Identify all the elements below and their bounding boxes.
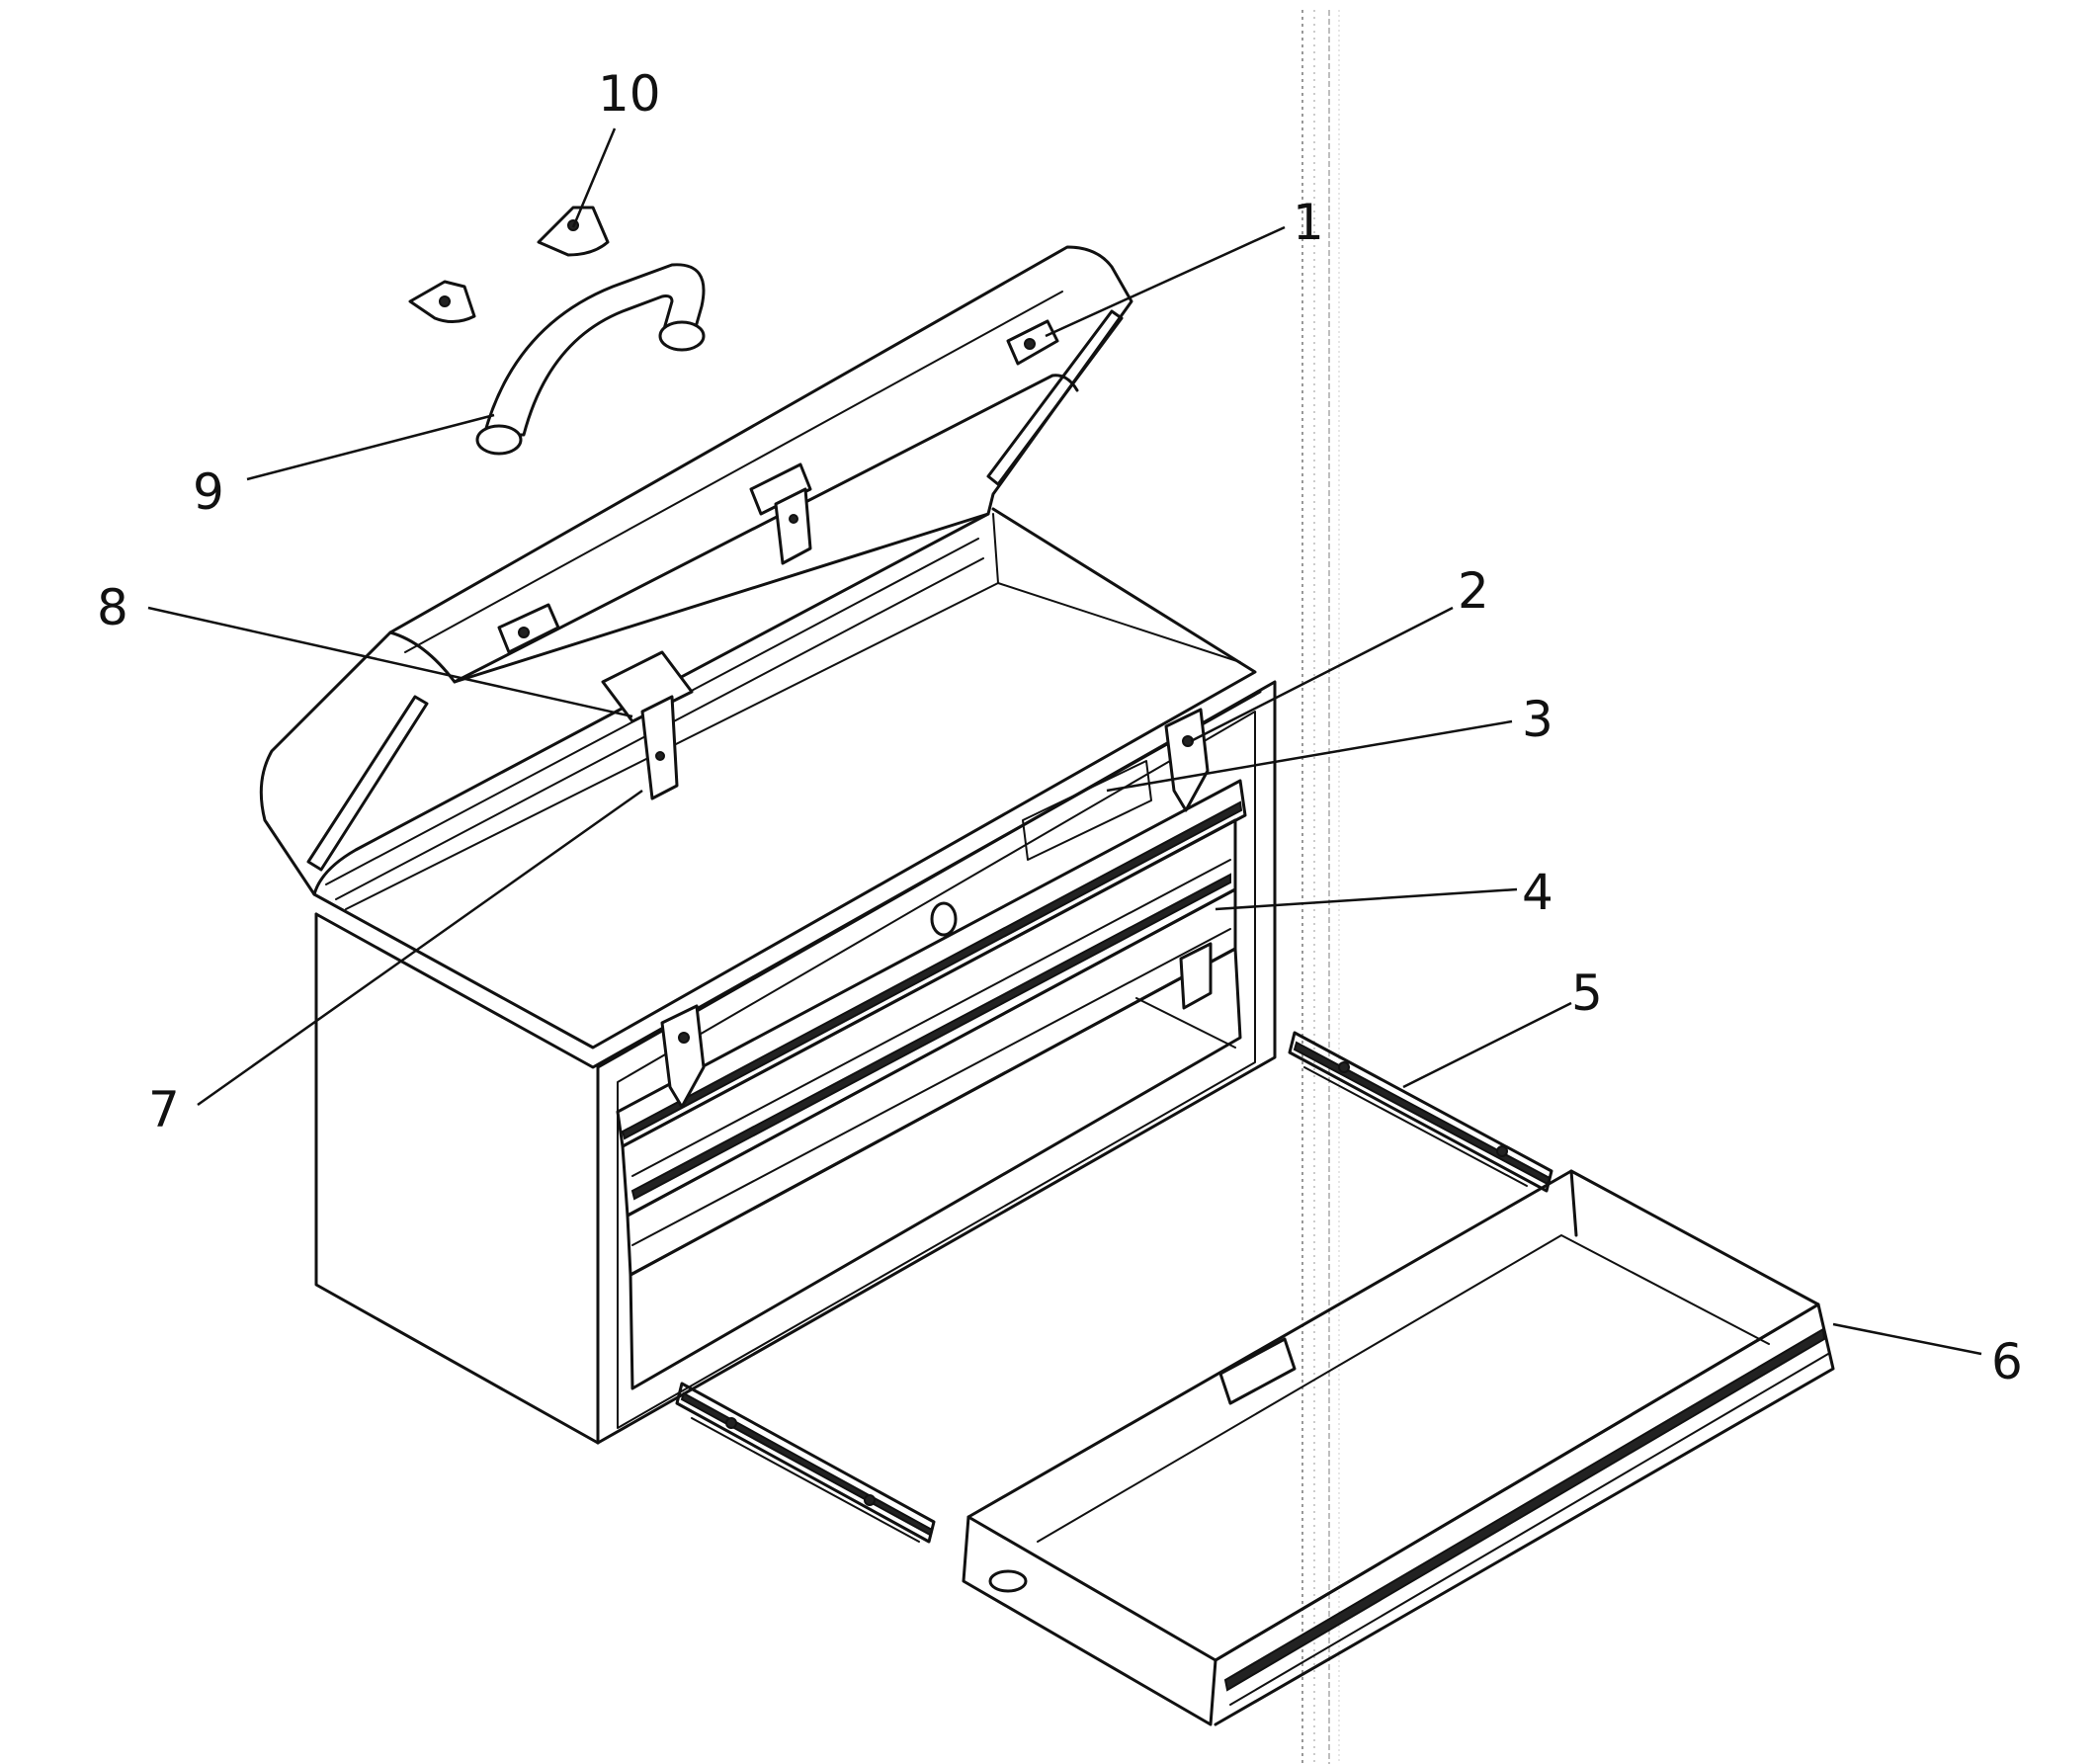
- front-latch-left: [660, 1004, 706, 1109]
- toolbox-lid: [259, 245, 1133, 900]
- handle-bracket-lower: [408, 280, 476, 323]
- leader-10: [571, 127, 617, 228]
- leader-lines: [147, 127, 1982, 1356]
- handle-bracket-upper: [537, 206, 610, 257]
- lock-cylinder: [930, 901, 958, 937]
- callout-labels: 10 9 8 7 1 2 3 4 5 6: [97, 65, 2023, 1390]
- callout-10: 10: [598, 65, 661, 123]
- scan-artifact-line: [1301, 10, 1340, 1764]
- callout-5: 5: [1571, 965, 1603, 1022]
- front-latch-right: [1164, 708, 1210, 812]
- callout-3: 3: [1522, 691, 1553, 748]
- leader-6: [1832, 1322, 1982, 1356]
- leader-3: [1106, 719, 1513, 793]
- leader-2: [1190, 606, 1454, 743]
- drawer-slide-left: [675, 1382, 936, 1544]
- lid-hasp-left: [601, 650, 694, 800]
- callout-1: 1: [1293, 194, 1324, 251]
- removed-drawer: [962, 1169, 1835, 1726]
- callout-4: 4: [1522, 864, 1553, 921]
- callout-7: 7: [148, 1081, 180, 1138]
- leader-8: [147, 606, 633, 718]
- carrying-handle: [475, 263, 706, 456]
- lid-hinge-right: [1006, 319, 1059, 366]
- callout-2: 2: [1458, 562, 1489, 620]
- callout-8: 8: [97, 579, 128, 636]
- leader-9: [246, 413, 495, 481]
- lid-hinge-left: [497, 603, 560, 654]
- lid-hasp-center: [749, 462, 812, 565]
- toolbox-body: [312, 507, 1277, 1445]
- leader-1: [1045, 225, 1286, 338]
- leader-7: [197, 789, 643, 1107]
- leader-4: [1215, 887, 1518, 911]
- leader-5: [1402, 1001, 1572, 1089]
- callout-6: 6: [1991, 1333, 2023, 1390]
- callout-9: 9: [193, 463, 224, 521]
